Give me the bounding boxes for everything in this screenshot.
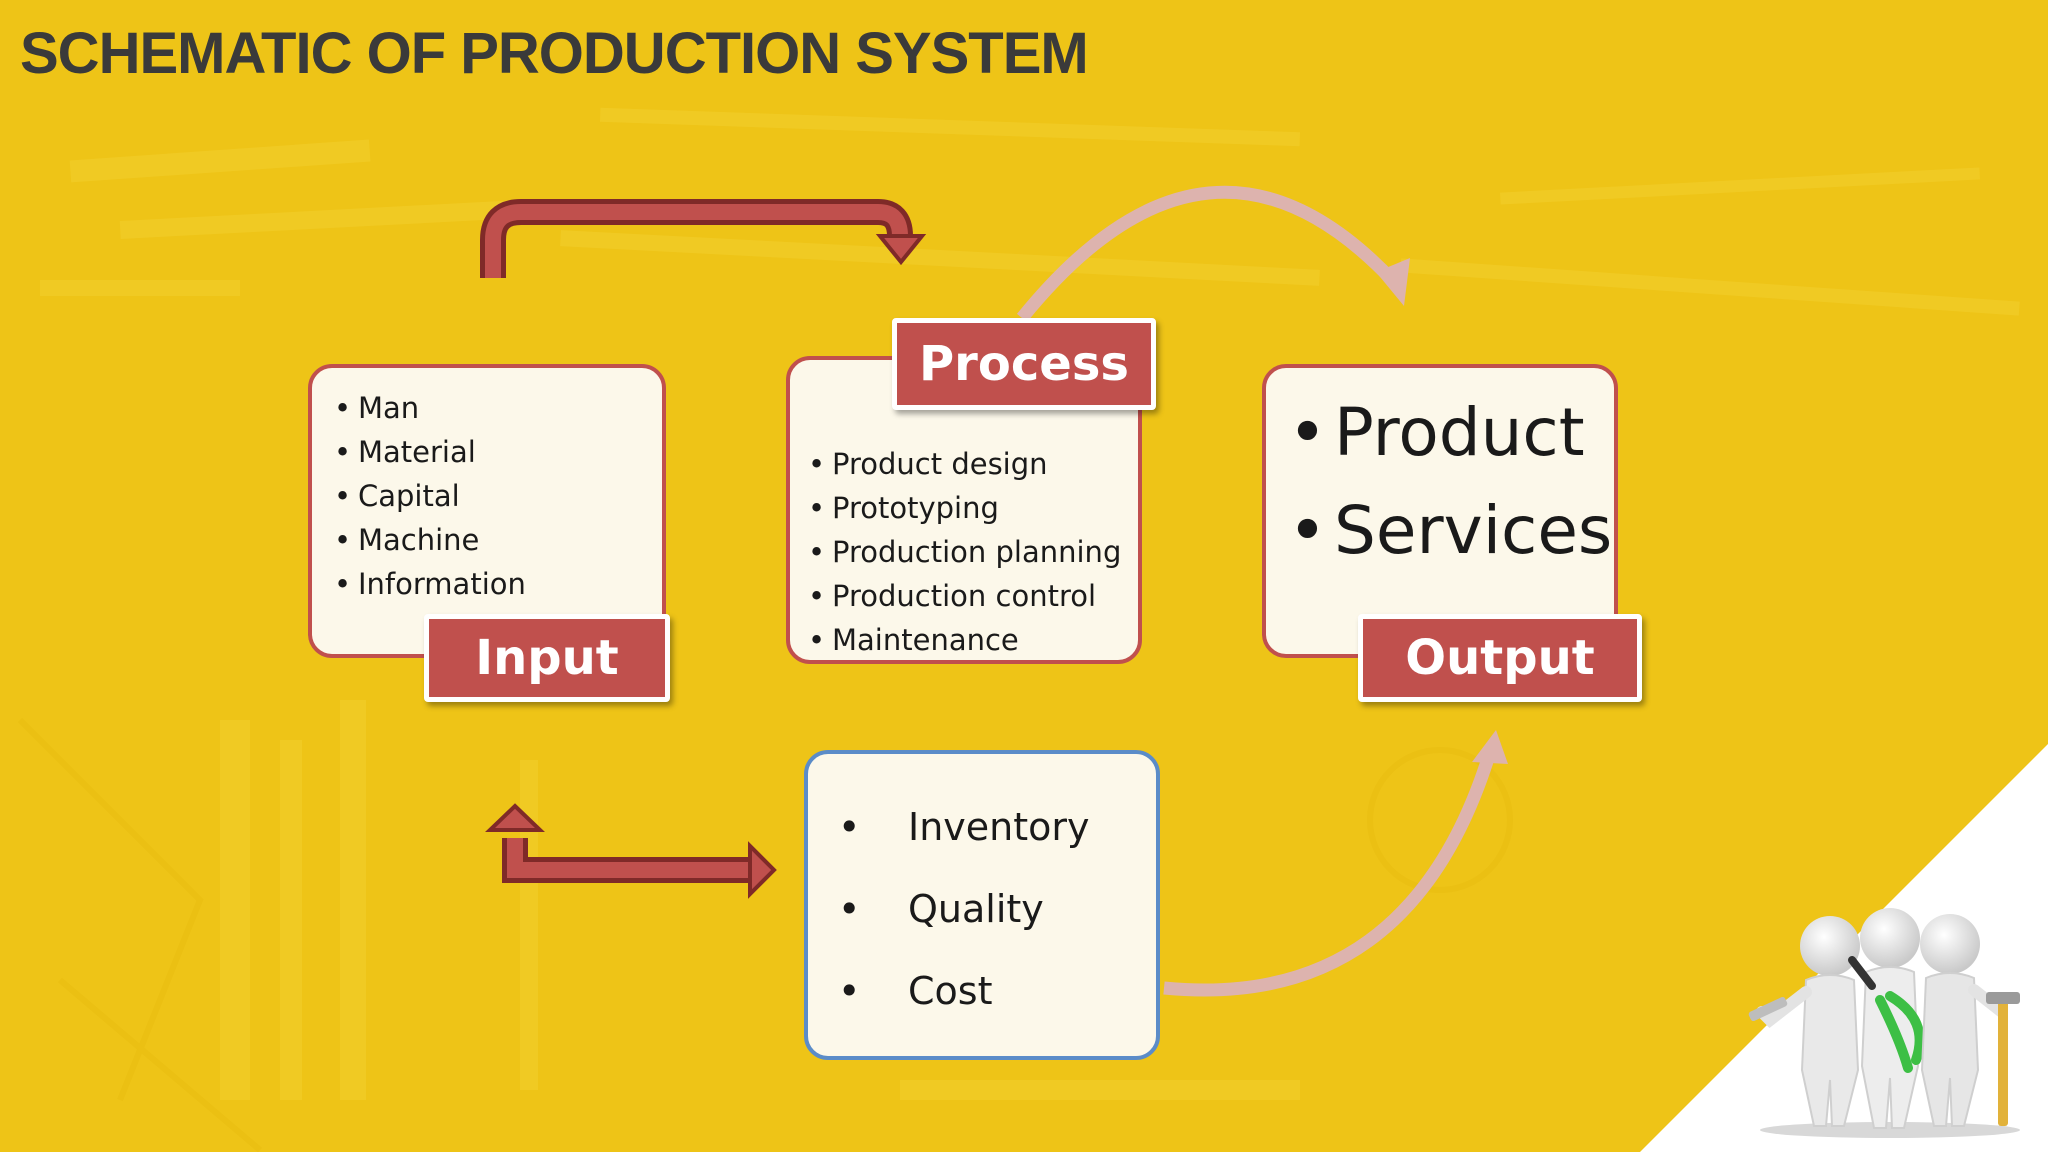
output-list: Product Services bbox=[1266, 368, 1614, 580]
input-item: Machine bbox=[334, 518, 662, 562]
input-item: Information bbox=[334, 562, 662, 606]
input-item: Man bbox=[334, 386, 662, 430]
measures-list: Inventory Quality Cost bbox=[808, 754, 1156, 1032]
team-with-tools-illustration bbox=[1748, 908, 2020, 1138]
page-title: SCHEMATIC OF PRODUCTION SYSTEM bbox=[20, 21, 1089, 86]
output-item: Services bbox=[1288, 482, 1614, 580]
input-item: Material bbox=[334, 430, 662, 474]
input-item: Capital bbox=[334, 474, 662, 518]
measures-to-output-arrow bbox=[1163, 730, 1508, 997]
process-item: Prototyping bbox=[808, 486, 1138, 530]
output-item: Product bbox=[1288, 384, 1614, 482]
process-item: Production planning bbox=[808, 530, 1138, 574]
process-item: Production control bbox=[808, 574, 1138, 618]
process-item: Maintenance bbox=[808, 618, 1138, 662]
process-item: Product design bbox=[808, 442, 1138, 486]
measures-item: Quality bbox=[838, 868, 1156, 950]
process-to-output-arrow bbox=[1016, 185, 1410, 323]
measures-box: Inventory Quality Cost bbox=[804, 750, 1160, 1060]
output-label: Output bbox=[1358, 614, 1642, 702]
process-list: Product design Prototyping Production pl… bbox=[790, 360, 1138, 662]
input-to-process-arrow bbox=[480, 199, 927, 278]
measures-item: Cost bbox=[838, 950, 1156, 1032]
process-label: Process bbox=[892, 318, 1156, 410]
output-box: Product Services bbox=[1262, 364, 1618, 658]
input-label: Input bbox=[424, 614, 670, 702]
feedback-arrow bbox=[485, 803, 777, 899]
measures-item: Inventory bbox=[838, 786, 1156, 868]
input-list: Man Material Capital Machine Information bbox=[312, 368, 662, 606]
